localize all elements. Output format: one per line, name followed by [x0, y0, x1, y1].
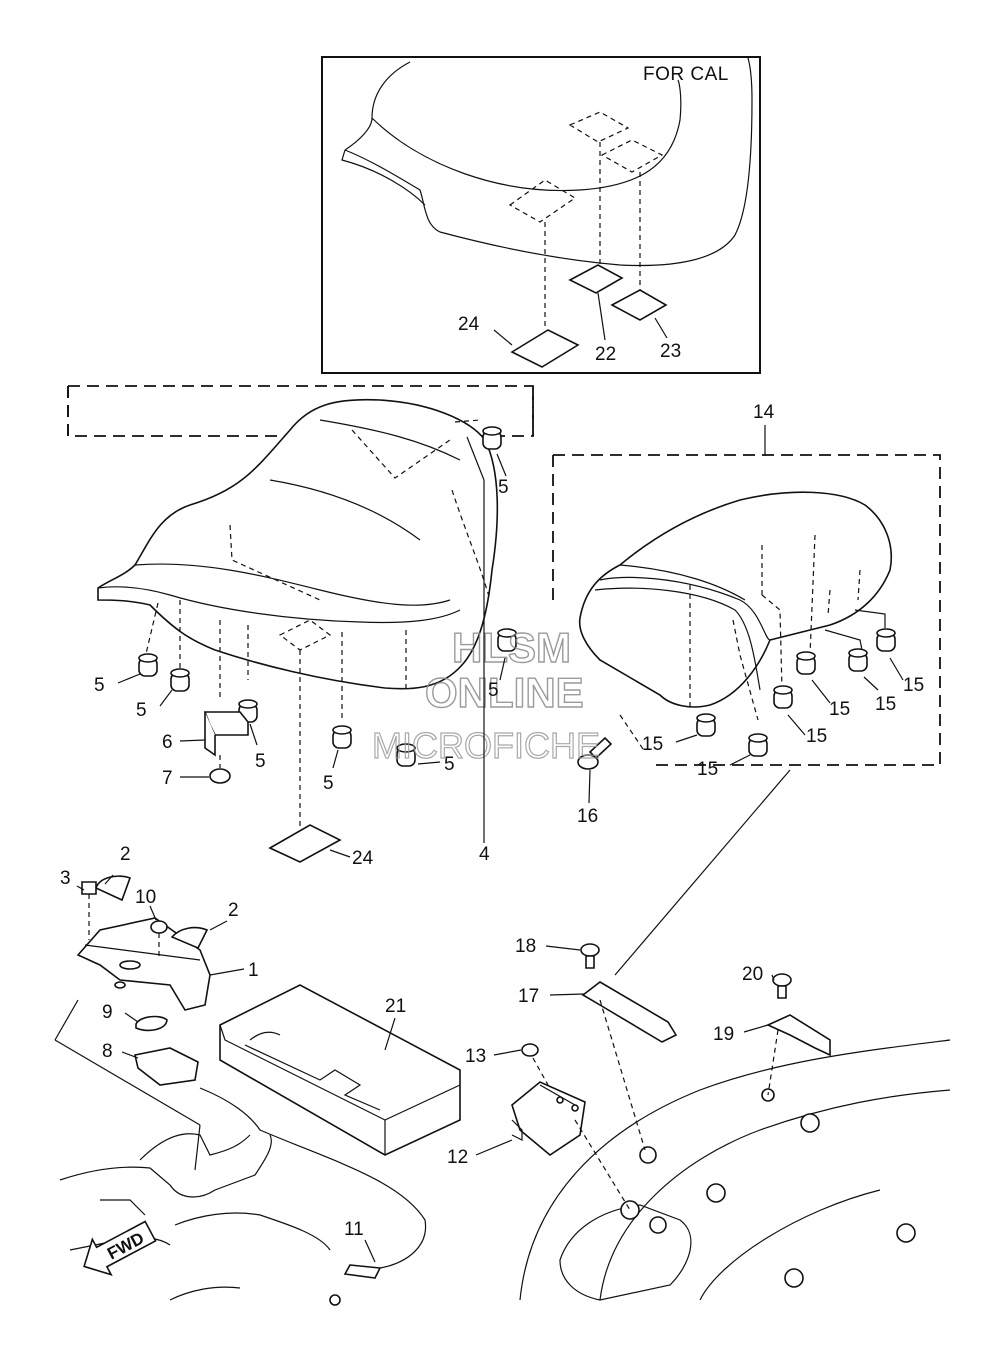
- callout-15-a: 15: [642, 734, 663, 755]
- callout-24-inset: 24: [458, 314, 480, 335]
- decal-24-inset: [510, 329, 580, 368]
- watermark-line-1: HLSM: [452, 624, 571, 671]
- rubber-dampers-5: [138, 426, 517, 767]
- callout-11: 11: [344, 1219, 364, 1240]
- holder-8: [134, 1047, 199, 1086]
- callout-4: 4: [479, 844, 490, 865]
- bolt-3: [81, 881, 97, 895]
- cover-2a: [95, 875, 132, 902]
- bracket-6: [203, 711, 249, 757]
- nut-7: [209, 755, 231, 784]
- washer-9: [135, 1015, 168, 1032]
- callout-1: 1: [248, 960, 259, 981]
- watermark-line-3: MICROFICHE: [372, 725, 600, 766]
- callout-15-e: 15: [875, 694, 896, 715]
- inset-title: FOR CAL: [643, 64, 729, 85]
- callout-5-d: 5: [323, 773, 334, 794]
- callout-5-a: 5: [94, 675, 105, 696]
- cable-11: [199, 1087, 427, 1269]
- bracket-17: [581, 981, 678, 1043]
- callout-15-f: 15: [903, 675, 924, 696]
- callout-9: 9: [102, 1002, 113, 1023]
- callout-20: 20: [742, 964, 763, 985]
- bolt-16: [577, 736, 613, 770]
- callout-15-b: 15: [697, 759, 718, 780]
- bracket-19: [766, 1014, 831, 1057]
- callout-14: 14: [753, 402, 775, 423]
- rear-dampers-15: [696, 628, 896, 757]
- callout-12: 12: [447, 1147, 468, 1168]
- callout-5-c: 5: [255, 751, 266, 772]
- bolt-18: [580, 943, 600, 957]
- main-seat-assembly: [67, 385, 534, 835]
- leader-lines: [76, 436, 904, 1263]
- callout-16: 16: [577, 806, 598, 827]
- decal-23: [610, 289, 668, 321]
- callout-5-b: 5: [136, 700, 147, 721]
- callout-5-e: 5: [444, 754, 455, 775]
- frame-outline-left: [59, 1133, 331, 1301]
- hook-12: [511, 1081, 586, 1156]
- callout-21: 21: [385, 996, 406, 1017]
- callout-6: 6: [162, 732, 173, 753]
- callout-8: 8: [102, 1041, 113, 1062]
- callout-18: 18: [515, 936, 536, 957]
- callout-15-d: 15: [829, 699, 850, 720]
- cover-2b: [170, 926, 209, 950]
- callout-3: 3: [60, 868, 71, 889]
- inset-box-for-cal: FOR CAL: [321, 56, 761, 374]
- callout-15-c: 15: [806, 726, 827, 747]
- rear-fender-area: [511, 769, 951, 1301]
- watermark: HLSM ONLINE MICROFICHE: [371, 623, 600, 766]
- callout-labels: 24 22 23 14 5 5 5 5 5 5 5 6 7 4 24 15 15…: [60, 314, 924, 1240]
- fwd-arrow: FWD: [83, 1220, 157, 1277]
- bolt-20: [772, 973, 792, 987]
- callout-13: 13: [465, 1046, 486, 1067]
- callout-10: 10: [135, 887, 156, 908]
- callout-2-b: 2: [228, 900, 239, 921]
- seat-bracket-assembly: [54, 875, 427, 1306]
- bolt-13: [521, 1043, 539, 1057]
- nut-10: [150, 920, 168, 934]
- decal-22: [568, 264, 624, 294]
- callout-24: 24: [352, 848, 374, 869]
- callout-7: 7: [162, 768, 173, 789]
- callout-19: 19: [713, 1024, 734, 1045]
- rear-seat-assembly: [552, 425, 941, 766]
- owners-manual-case-21: [219, 984, 461, 1156]
- callout-2-a: 2: [120, 844, 131, 865]
- decal-24: [268, 824, 342, 863]
- callout-5-g: 5: [488, 680, 499, 701]
- callout-22: 22: [595, 344, 616, 365]
- watermark-line-2: ONLINE: [425, 669, 584, 716]
- callout-23: 23: [660, 341, 681, 362]
- callout-17: 17: [518, 986, 539, 1007]
- callout-5-f: 5: [498, 477, 509, 498]
